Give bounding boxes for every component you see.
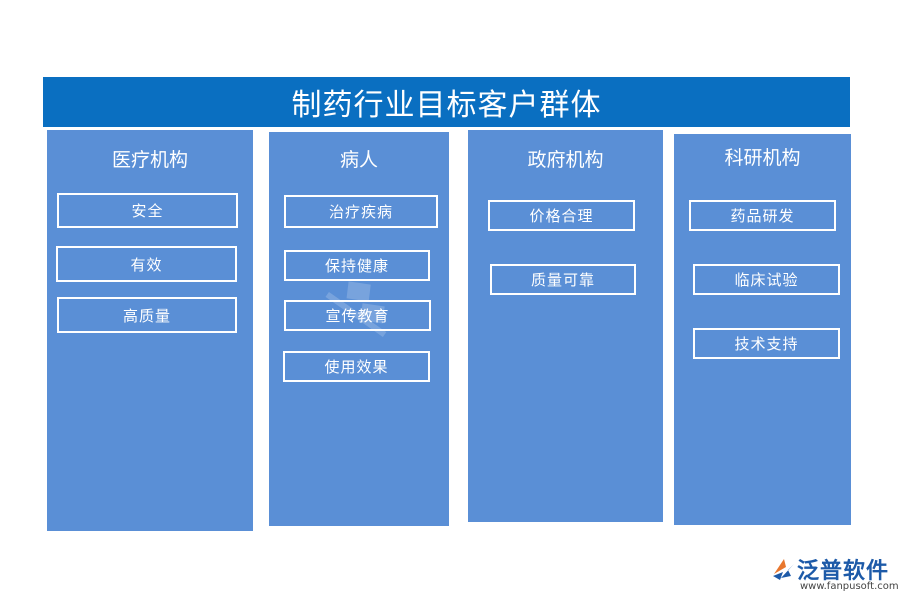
item-box: 安全 [57,193,238,228]
item-box: 质量可靠 [490,264,636,295]
brand-url: www.fanpusoft.com [800,581,899,592]
item-box: 价格合理 [488,200,635,231]
item-box: 技术支持 [693,328,840,359]
item-box: 高质量 [57,297,237,333]
brand-logo: 泛普软件 www.fanpusoft.com [771,553,899,595]
item-box: 有效 [56,246,237,282]
column-heading: 病人 [339,149,378,171]
column-patients: 病人 治疗疾病 保持健康 宣传教育 使用效果 [269,132,449,526]
column-medical-institutions: 医疗机构 安全 有效 高质量 [47,130,253,531]
item-box: 使用效果 [283,351,430,382]
fanpu-logo-icon [773,559,794,580]
column-government-agencies: 政府机构 价格合理 质量可靠 [468,130,663,522]
brand-name: 泛普软件 [797,559,890,584]
column-heading: 科研机构 [724,147,801,169]
item-box: 保持健康 [284,250,430,281]
item-box: 药品研发 [689,200,836,231]
column-heading: 政府机构 [527,149,604,171]
column-research-institutions: 科研机构 药品研发 临床试验 技术支持 [674,134,851,525]
item-box: 临床试验 [693,264,840,295]
diagram-title: 制药行业目标客户群体 [43,77,850,127]
column-heading: 医疗机构 [111,149,188,171]
item-box: 治疗疾病 [284,195,438,228]
item-box: 宣传教育 [284,300,431,331]
